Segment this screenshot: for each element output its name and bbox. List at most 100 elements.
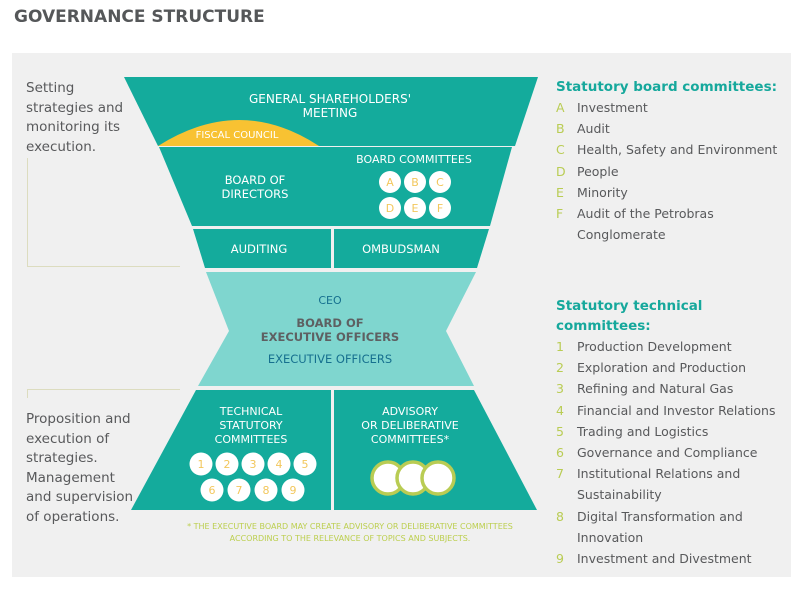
board-committee-item-text: Health, Safety and Environment — [577, 142, 778, 158]
technical-committee-circle — [293, 452, 317, 476]
board-committee-circle — [404, 171, 426, 193]
technical-committee-item-text: Investment and Divestment — [577, 551, 752, 567]
board-committee-key: C — [436, 176, 444, 189]
technical-committee-item: 2 Exploration and Production — [556, 357, 796, 378]
note-strategy-setting: Setting strategies and monitoring its ex… — [26, 80, 124, 155]
technical-committee-circle — [200, 478, 224, 502]
technical-committee-item-text: Digital Transformation and Innovation — [577, 508, 743, 545]
technical-committee-item-text: Governance and Compliance — [577, 445, 758, 461]
technical-committee-circle — [227, 478, 251, 502]
technical-committee-circle — [267, 452, 291, 476]
auditing-label: AUDITING — [231, 242, 287, 256]
board-committee-item-key: C — [556, 142, 565, 158]
board-committee-item-key: E — [556, 184, 564, 200]
board-committee-circle — [379, 171, 401, 193]
board-exec-label-1: BOARD OF — [296, 316, 363, 330]
technical-committee-item: 6 Governance and Compliance — [556, 442, 796, 463]
legend-technical-heading: Statutory technical committees: — [556, 298, 703, 334]
bracket-bottom — [27, 389, 180, 398]
shareholders-label-2: MEETING — [303, 106, 358, 120]
footnote-line-2: ACCORDING TO THE RELEVANCE OF TOPICS AND… — [229, 534, 471, 543]
technical-committee-item-text: Exploration and Production — [577, 360, 747, 376]
technical-committee-circle — [281, 478, 305, 502]
technical-committee-circle — [189, 452, 213, 476]
board-committee-item-text: Investment — [577, 100, 648, 115]
board-committee-key: E — [412, 202, 419, 215]
board-committee-key: D — [386, 202, 394, 215]
shape-auditing — [193, 229, 331, 268]
technical-committee-item-key: 4 — [556, 402, 564, 418]
advisory-label-2: OR DELIBERATIVE — [361, 419, 458, 432]
board-committee-item-key: D — [556, 163, 566, 179]
footnote: * THE EXECUTIVE BOARD MAY CREATE ADVISOR… — [150, 521, 550, 545]
technical-committee-item: 3 Refining and Natural Gas — [556, 378, 796, 399]
technical-committee-item-key: 8 — [556, 508, 564, 524]
technical-committee-item-key: 6 — [556, 445, 564, 461]
board-directors-label-1: BOARD OF — [225, 173, 286, 187]
technical-committee-circle — [254, 478, 278, 502]
board-committee-item: B Audit — [556, 118, 786, 139]
board-committee-circle — [379, 197, 401, 219]
technical-committee-item-text: Production Development — [577, 339, 732, 354]
shape-fiscal-council — [158, 120, 319, 146]
board-committee-item-text: Audit — [577, 121, 610, 137]
technical-committee-item-key: 9 — [556, 551, 564, 567]
board-committee-key: B — [411, 176, 419, 189]
technical-committee-item: 9 Investment and Divestment — [556, 548, 796, 569]
ombudsman-label: OMBUDSMAN — [362, 242, 440, 256]
ceo-label: CEO — [318, 294, 342, 307]
technical-committee-item: 7 Institutional Relations and Sustainabil… — [556, 463, 796, 505]
technical-committee-item-key: 2 — [556, 360, 564, 376]
technical-committee-item-text: Institutional Relations and Sustainabili… — [577, 466, 741, 503]
technical-committee-key: 5 — [302, 458, 309, 471]
technical-committee-circle — [215, 452, 239, 476]
board-committee-item-key: B — [556, 121, 565, 137]
technical-committee-circle — [241, 452, 265, 476]
technical-committee-key: 9 — [290, 484, 297, 497]
board-exec-label-2: EXECUTIVE OFFICERS — [261, 330, 399, 344]
board-committees-label: BOARD COMMITTEES — [356, 153, 472, 166]
footnote-line-1: * THE EXECUTIVE BOARD MAY CREATE ADVISOR… — [187, 522, 513, 531]
advisory-label-1: ADVISORY — [382, 405, 438, 418]
note-strategy-execution: Proposition and execution of strategies.… — [26, 411, 134, 525]
technical-committee-item-text: Refining and Natural Gas — [577, 381, 734, 397]
board-committee-circle — [429, 197, 451, 219]
board-committee-circle — [404, 197, 426, 219]
board-committee-item: C Health, Safety and Environment — [556, 139, 786, 160]
advisory-committee-circles — [370, 460, 456, 496]
board-committee-key: F — [437, 202, 443, 215]
board-committee-item-key: F — [556, 206, 564, 222]
technical-committee-item-key: 3 — [556, 381, 564, 397]
board-committee-circles: A B C D E F — [379, 171, 451, 219]
shape-technical-committees — [131, 390, 331, 510]
technical-committee-key: 4 — [276, 458, 283, 471]
fiscal-council-label: FISCAL COUNCIL — [196, 130, 279, 141]
technical-committee-key: 3 — [250, 458, 257, 471]
technical-label-3: COMMITTEES — [215, 433, 288, 446]
board-directors-label-2: DIRECTORS — [222, 187, 289, 201]
technical-committee-item: 8 Digital Transformation and Innovation — [556, 506, 796, 548]
bracket-top — [27, 158, 180, 267]
legend-board-heading: Statutory board committees: — [556, 79, 777, 95]
technical-committee-item-key: 7 — [556, 466, 564, 482]
page-title: GOVERNANCE STRUCTURE — [14, 7, 265, 27]
technical-committee-item-text: Trading and Logistics — [577, 423, 709, 439]
board-committee-key: A — [386, 176, 394, 189]
shape-executive-board — [198, 272, 476, 386]
board-committee-item-text: People — [577, 163, 619, 179]
technical-committee-key: 2 — [224, 458, 231, 471]
shareholders-label-1: GENERAL SHAREHOLDERS' — [249, 92, 411, 106]
shape-ombudsman — [334, 229, 489, 268]
exec-officers-label: EXECUTIVE OFFICERS — [268, 352, 392, 366]
